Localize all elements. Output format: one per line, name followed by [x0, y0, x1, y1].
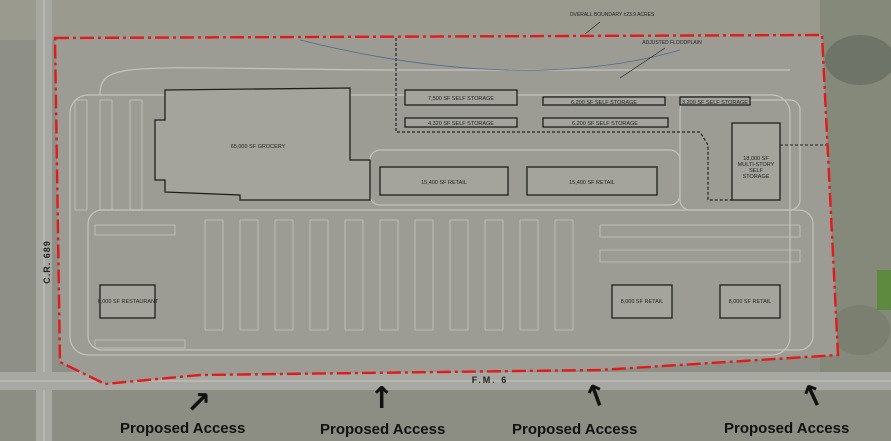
south-road-label: F.M. 6 — [472, 375, 509, 385]
boundary-note: OVERALL BOUNDARY ±23.9 ACRES — [570, 12, 655, 18]
retail-4-building — [719, 284, 781, 319]
retail-3-label: 8,000 SF RETAIL — [621, 299, 664, 305]
retail-2-label: 15,400 SF RETAIL — [569, 180, 615, 186]
retail-1-label: 15,400 SF RETAIL — [421, 180, 467, 186]
access-label-4: Proposed Access — [724, 420, 850, 437]
restaurant-label: 6,000 SF RESTAURANT — [98, 299, 159, 305]
floodplain-line — [299, 39, 681, 71]
building-labels: 65,000 SF GROCERY 15,400 SF RETAIL 15,40… — [98, 96, 775, 305]
arrow-up-icon: ↑ — [369, 381, 395, 416]
storage-5-label: 6,200 SF SELF STORAGE — [572, 121, 638, 127]
storage-5-building — [542, 117, 669, 128]
restaurant-building — [99, 284, 156, 319]
retail-4-label: 8,000 SF RETAIL — [729, 299, 772, 305]
building-footprints — [99, 87, 781, 319]
north-terrain — [0, 0, 891, 40]
storage-2-building — [542, 96, 666, 106]
property-boundary — [53, 33, 840, 386]
floodplain-note: ADJUSTED FLOODPLAIN — [642, 40, 702, 46]
boundary-leader — [584, 21, 601, 35]
access-label-2: Proposed Access — [320, 421, 446, 438]
storage-multi-label-2: MULTI-STORY — [738, 162, 775, 168]
storage-2-label: 6,200 SF SELF STORAGE — [571, 100, 637, 106]
storage-multi-label-1: 18,000 SF — [743, 156, 769, 162]
retail-2-building — [526, 166, 658, 196]
storage-4-label: 4,320 SF SELF STORAGE — [428, 121, 494, 127]
storage-3-building — [679, 96, 751, 106]
grass-patch — [877, 270, 891, 310]
storage-multi-label-3: SELF — [749, 168, 763, 174]
grocery-building — [154, 87, 371, 201]
storage-multi-label-4: STORAGE — [743, 174, 770, 180]
south-terrain — [0, 390, 891, 441]
floodplain-leader — [619, 47, 666, 79]
west-road-label: C.R. 689 — [42, 240, 52, 284]
grocery-label: 65,000 SF GROCERY — [231, 144, 286, 150]
storage-1-building — [404, 89, 518, 106]
storage-1-label: 7,500 SF SELF STORAGE — [428, 96, 494, 102]
storage-3-label: 3,200 SF SELF STORAGE — [682, 100, 748, 106]
utility-line — [395, 38, 735, 201]
retail-3-building — [611, 284, 673, 319]
access-label-3: Proposed Access — [512, 421, 638, 438]
parking-rows — [74, 99, 801, 349]
access-label-1: Proposed Access — [120, 420, 246, 437]
storage-4-building — [404, 117, 518, 128]
storage-multi-building — [731, 122, 781, 201]
retail-1-building — [379, 166, 509, 196]
